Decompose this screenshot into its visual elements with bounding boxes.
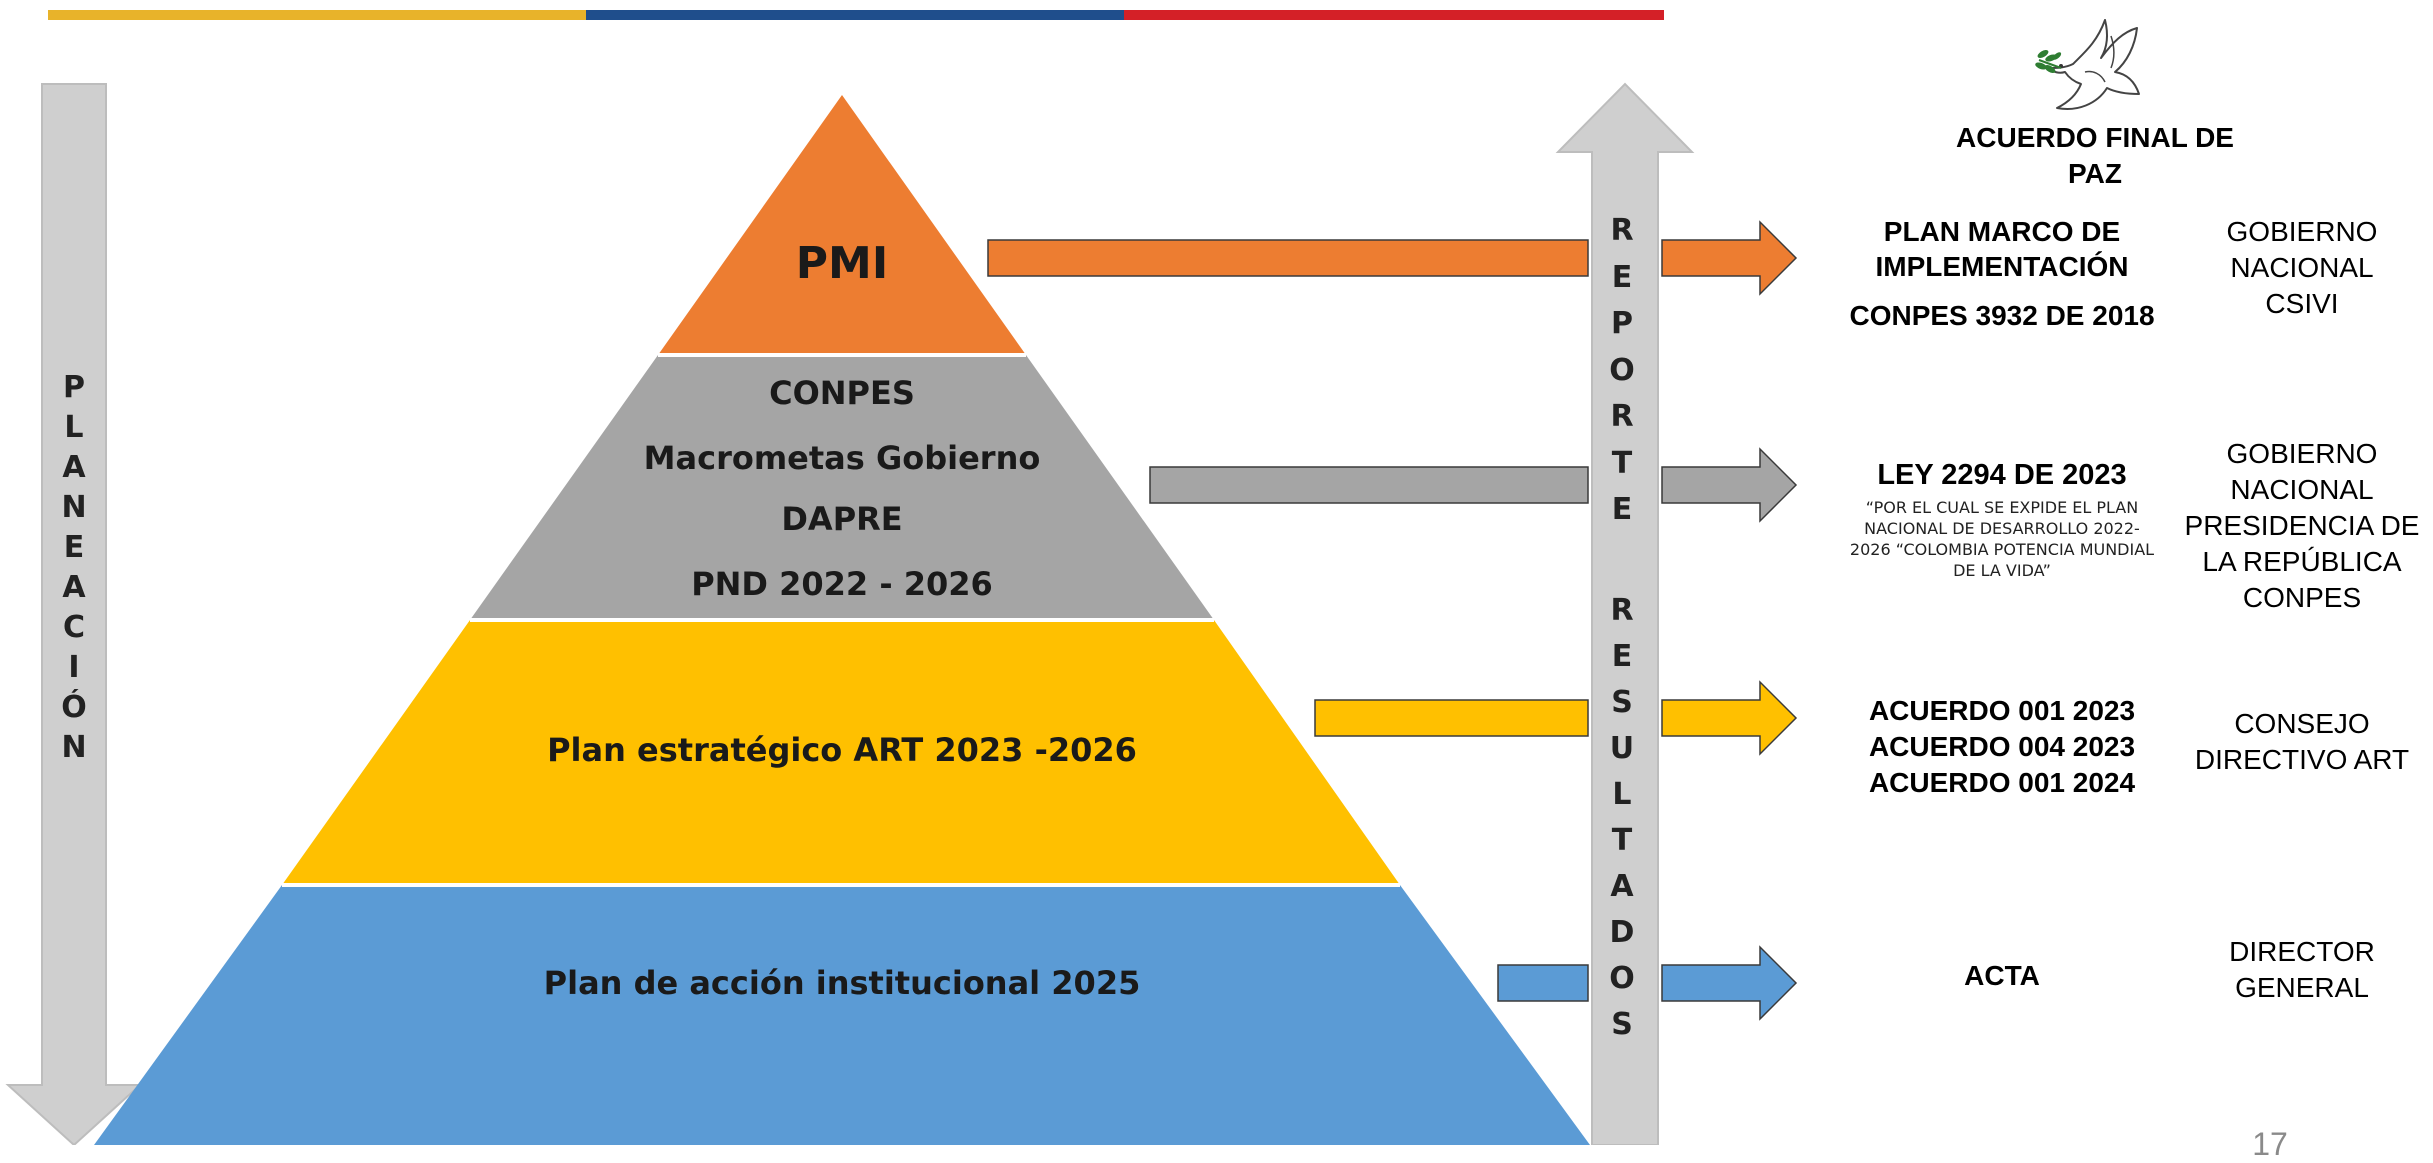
doc-acuerdo-001-2023: ACUERDO 001 2023	[1868, 695, 2136, 726]
bar-gray	[1149, 466, 1589, 504]
responsible-line: GENERAL	[2235, 972, 2369, 1003]
pyramid-level-conpes	[470, 355, 1214, 620]
responsible-row4: DIRECTOR GENERAL	[2182, 934, 2422, 1006]
pyramid-label-pmi: PMI	[795, 238, 889, 289]
pyramid-level-plan-estrategico	[282, 620, 1400, 885]
reporte-label: R E P O R T E	[1609, 208, 1635, 534]
responsible-line: CSIVI	[2265, 288, 2339, 319]
resultados-letter: R	[1610, 593, 1634, 628]
reporte-letter: R	[1610, 213, 1634, 248]
pyramid-label-pnd: PND 2022 - 2026	[691, 565, 993, 603]
doc-acuerdo-001-2024: ACUERDO 001 2024	[1868, 767, 2136, 798]
reporte-resultados-arrow	[1555, 82, 1695, 1145]
doc-plan-marco: PLAN MARCO DE IMPLEMENTACIÓN	[1875, 216, 2129, 282]
planeacion-letter: E	[63, 530, 85, 565]
doc-conpes-3932: CONPES 3932 DE 2018	[1849, 300, 2155, 331]
reporte-letter: T	[1611, 445, 1633, 481]
planeacion-letter: A	[62, 450, 86, 485]
resultados-label: R E S U L T A D O S	[1609, 588, 1635, 1048]
responsible-row1: GOBIERNO NACIONAL CSIVI	[2182, 214, 2422, 322]
responsible-line: DIRECTIVO ART	[2194, 744, 2410, 775]
responsible-line: GOBIERNO	[2226, 216, 2378, 247]
resultados-letter: S	[1611, 685, 1633, 720]
responsible-line: GOBIERNO	[2226, 438, 2378, 469]
acuerdo-final-title: ACUERDO FINAL DE PAZ	[1956, 122, 2234, 189]
arrow-gray	[1661, 447, 1798, 523]
planeacion-letter: C	[62, 610, 86, 645]
arrow-blue	[1661, 945, 1798, 1021]
stripe-blue	[586, 10, 1124, 20]
reporte-letter: E	[1611, 492, 1633, 527]
pyramid-level-pmi	[658, 95, 1026, 355]
doc-acta: ACTA	[1964, 960, 2040, 991]
planeacion-label: P L A N E A C I Ó N	[61, 368, 87, 768]
planeacion-letter: Ó	[61, 690, 87, 725]
resultados-letter: A	[1610, 869, 1634, 904]
responsible-line: LA REPÚBLICA	[2202, 546, 2402, 577]
pyramid-label-dapre: DAPRE	[781, 500, 903, 538]
responsible-line: NACIONAL	[2230, 474, 2374, 505]
planeacion-letter: P	[62, 370, 85, 405]
planeacion-letter: I	[68, 650, 80, 685]
reporte-letter: P	[1610, 306, 1633, 341]
arrow-yellow	[1661, 680, 1798, 756]
resultados-letter: E	[1611, 639, 1633, 674]
resultados-letter: T	[1611, 823, 1633, 858]
doc-ley-2294: LEY 2294 DE 2023	[1877, 459, 2127, 491]
responsible-line: DIRECTOR	[2229, 936, 2375, 967]
bar-blue	[1497, 964, 1589, 1002]
responsible-line: NACIONAL	[2230, 252, 2374, 283]
resultados-letter: O	[1609, 961, 1635, 996]
resultados-letter: L	[1612, 777, 1632, 812]
bar-orange	[987, 239, 1589, 277]
responsible-line: CONPES	[2242, 582, 2362, 613]
reporte-letter: R	[1610, 399, 1634, 434]
responsible-row3: CONSEJO DIRECTIVO ART	[2182, 706, 2422, 778]
planeacion-letter: N	[61, 490, 87, 525]
dove-with-olive-branch-icon	[2035, 19, 2140, 110]
doc-acuerdo-004-2023: ACUERDO 004 2023	[1868, 731, 2136, 762]
pyramid-level-plan-accion	[94, 885, 1590, 1145]
pyramid-label-plan-estrategico: Plan estratégico ART 2023 -2026	[547, 731, 1137, 769]
pyramid-label-conpes: CONPES	[769, 374, 915, 412]
resultados-letter: D	[1609, 915, 1635, 950]
planeacion-arrow	[5, 83, 143, 1145]
planeacion-letter: N	[61, 730, 87, 765]
arrow-orange	[1661, 220, 1798, 296]
responsible-row2: GOBIERNO NACIONAL PRESIDENCIA DE LA REPÚ…	[2182, 436, 2422, 616]
reporte-letter: E	[1611, 259, 1633, 295]
pyramid-label-macrometas: Macrometas Gobierno	[643, 439, 1041, 477]
responsible-line: PRESIDENCIA DE	[2184, 510, 2420, 541]
bar-yellow	[1314, 699, 1589, 737]
planeacion-letter: L	[64, 410, 84, 445]
planeacion-letter: A	[62, 570, 86, 605]
pyramid-label-plan-accion: Plan de acción institucional 2025	[543, 964, 1141, 1002]
responsible-line: CONSEJO	[2234, 708, 2370, 739]
doc-ley-2294-subtitle: “POR EL CUAL SE EXPIDE EL PLAN NACIONAL …	[1849, 498, 2155, 580]
resultados-letter: U	[1609, 731, 1635, 766]
stripe-red	[1124, 10, 1664, 20]
reporte-letter: O	[1609, 352, 1635, 388]
resultados-letter: S	[1611, 1007, 1633, 1042]
stripe-yellow	[48, 10, 586, 20]
